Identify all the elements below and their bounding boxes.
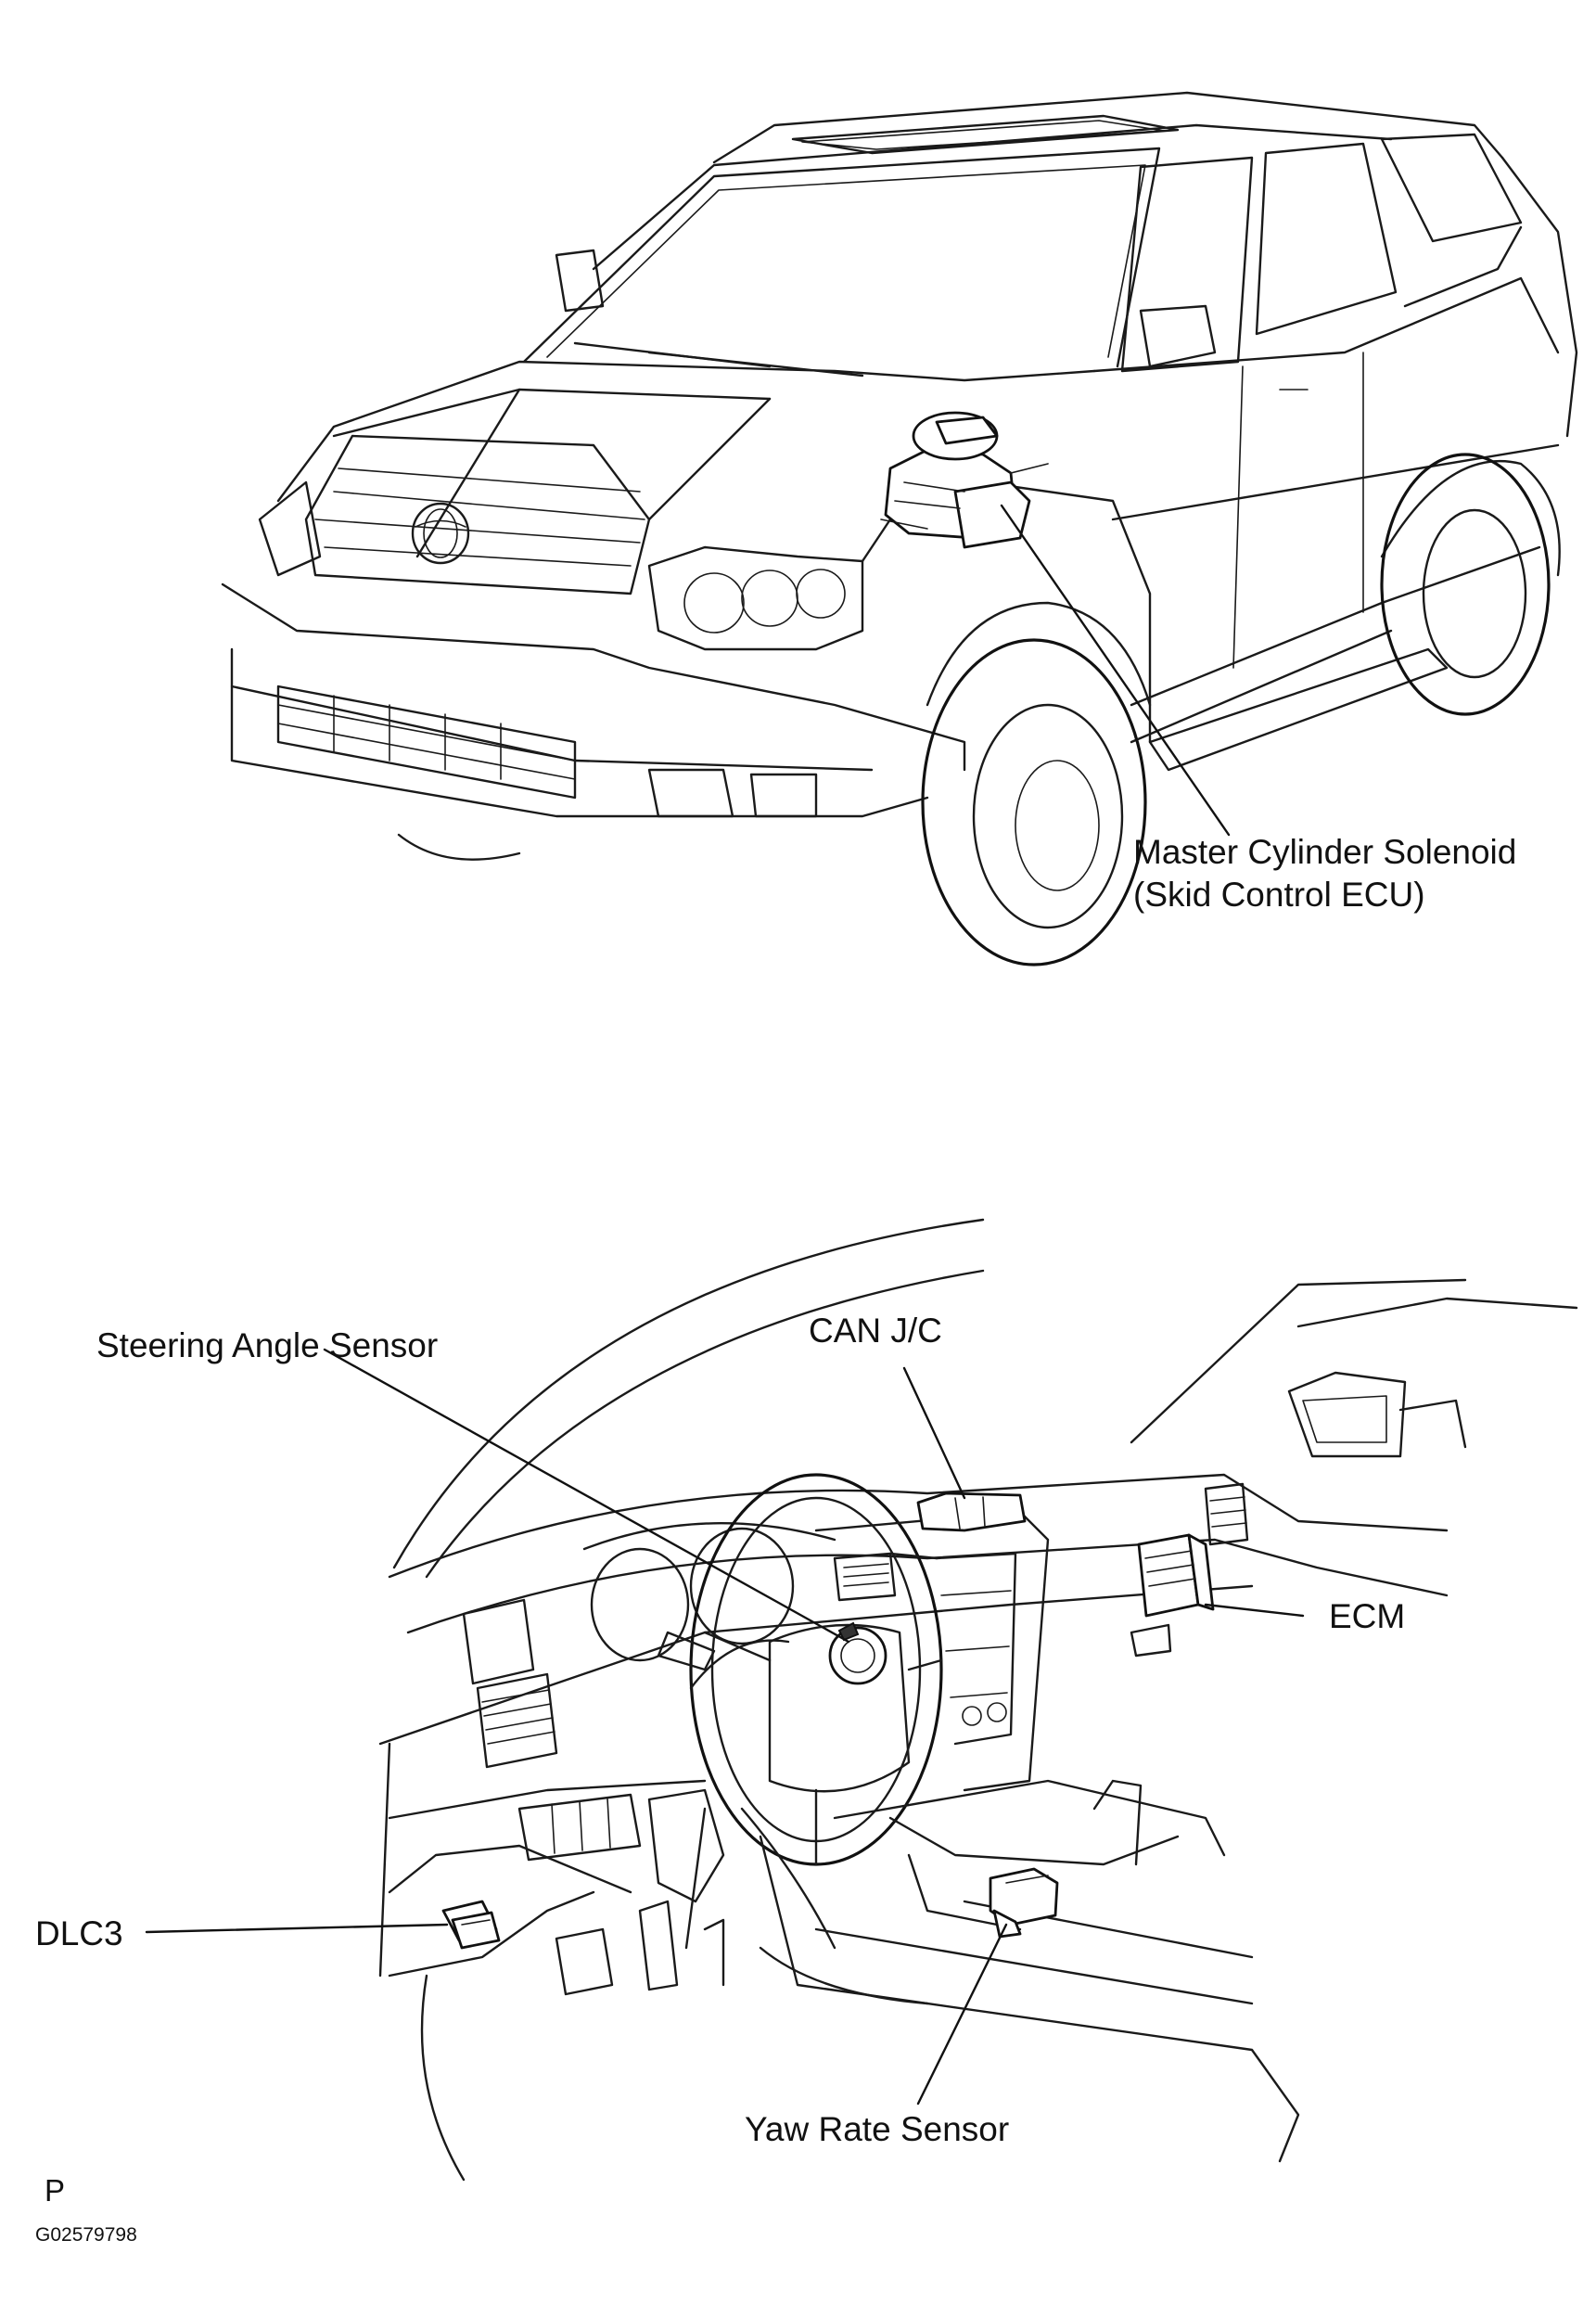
yaw-rate-sensor-label: Yaw Rate Sensor: [745, 2110, 1010, 2148]
can-jc-leader-line: [902, 1366, 966, 1500]
can-jc-label: CAN J/C: [809, 1312, 942, 1350]
dlc3-part: [441, 1900, 501, 1950]
page-mark: P: [45, 2173, 66, 2208]
master-cylinder-label-line1: Master Cylinder Solenoid: [1133, 833, 1517, 871]
master-cylinder-leader-line: [1000, 504, 1231, 837]
can-jc-part: [916, 1491, 1027, 1532]
vehicle-illustration: [221, 91, 1578, 966]
steering-angle-sensor-part: [828, 1621, 887, 1685]
ecm-leader-line: [1204, 1603, 1305, 1618]
ecm-part: [1137, 1533, 1215, 1618]
yaw-rate-leader-line: [916, 1923, 1008, 2106]
steering-angle-leader-line: [323, 1348, 850, 1644]
master-cylinder-label-line2: (Skid Control ECU): [1133, 876, 1425, 914]
master-cylinder-label: Master Cylinder Solenoid (Skid Control E…: [1133, 831, 1516, 916]
ecm-label: ECM: [1329, 1597, 1406, 1635]
master-cylinder-solenoid-part: [880, 411, 1049, 549]
figure-code: G02579798: [35, 2224, 137, 2246]
yaw-rate-sensor-part: [989, 1867, 1059, 1939]
dashboard-illustration: [145, 1218, 1578, 2182]
dlc3-label: DLC3: [35, 1914, 123, 1952]
dlc3-leader-line: [145, 1923, 449, 1934]
steering-angle-sensor-label: Steering Angle Sensor: [96, 1326, 439, 1364]
